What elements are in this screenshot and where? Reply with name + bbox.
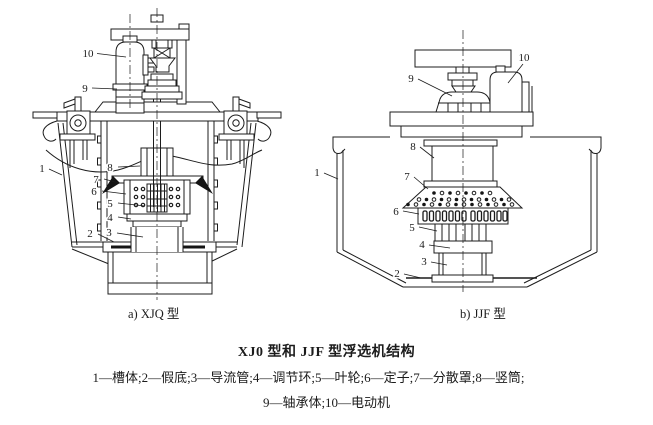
impeller-b xyxy=(434,224,487,241)
part-label-5-a: 5 xyxy=(107,198,113,210)
part-label-5-b: 5 xyxy=(409,222,415,234)
support-frame-a xyxy=(110,14,190,105)
part-label-8-b: 8 xyxy=(410,141,416,153)
part-label-8-a: 8 xyxy=(107,162,113,174)
side-bearing-left-a xyxy=(32,96,96,168)
part-labels-a: 10 9 1 8 7 6 5 4 2 3 xyxy=(38,47,115,242)
diagram-b-jjf: 1 8 7 6 5 4 3 2 9 10 xyxy=(313,30,602,292)
part-label-6-a: 6 xyxy=(91,186,97,198)
dispersion-cover-b xyxy=(401,186,524,209)
part-label-7-b: 7 xyxy=(404,171,410,183)
pulley-b xyxy=(447,66,478,96)
standpipe-b xyxy=(423,139,498,188)
caption-a: a) XJQ 型 xyxy=(128,307,180,321)
part-label-2-b: 2 xyxy=(394,268,400,280)
part-label-7-a: 7 xyxy=(93,174,99,186)
part-labels-b: 1 8 7 6 5 4 3 2 9 10 xyxy=(313,51,532,282)
tube-foot-b xyxy=(431,274,494,283)
part-label-2-a: 2 xyxy=(87,228,93,240)
bearing-body-b xyxy=(435,91,494,113)
cover-holes xyxy=(406,190,515,207)
part-label-4-b: 4 xyxy=(419,239,425,251)
caption-b: b) JJF 型 xyxy=(460,307,506,321)
leader-lines-a xyxy=(48,53,146,243)
tank-base-box-a xyxy=(107,251,213,295)
support-platform-b xyxy=(389,111,534,138)
part-label-10-b: 10 xyxy=(519,52,531,64)
leader-lines-b xyxy=(323,63,524,279)
part-label-4-a: 4 xyxy=(107,212,113,224)
part-label-3-a: 3 xyxy=(106,227,112,239)
motor-b xyxy=(489,65,533,113)
pulley-coupling-a xyxy=(141,39,183,100)
part-label-6-b: 6 xyxy=(393,206,399,218)
part-label-9-b: 9 xyxy=(408,73,414,85)
diagram-a-xjq: 10 9 1 8 7 6 5 4 2 3 xyxy=(32,8,282,300)
legend-line-2: 9—轴承体;10—电动机 xyxy=(262,395,391,410)
part-label-3-b: 3 xyxy=(421,256,427,268)
part-label-10-a: 10 xyxy=(83,48,95,60)
figure-title: XJ0 型和 JJF 型浮选机结构 xyxy=(237,345,416,360)
legend-line-1: 1—槽体;2—假底;3—导流管;4—调节环;5—叶轮;6—定子;7—分散罩;8—… xyxy=(92,370,525,385)
part-label-9-a: 9 xyxy=(82,83,88,95)
part-label-1-b: 1 xyxy=(314,167,320,179)
tank-body-b xyxy=(332,136,602,288)
part-label-1-a: 1 xyxy=(39,163,45,175)
draft-tube-b xyxy=(431,252,494,283)
stator-b xyxy=(417,207,509,225)
